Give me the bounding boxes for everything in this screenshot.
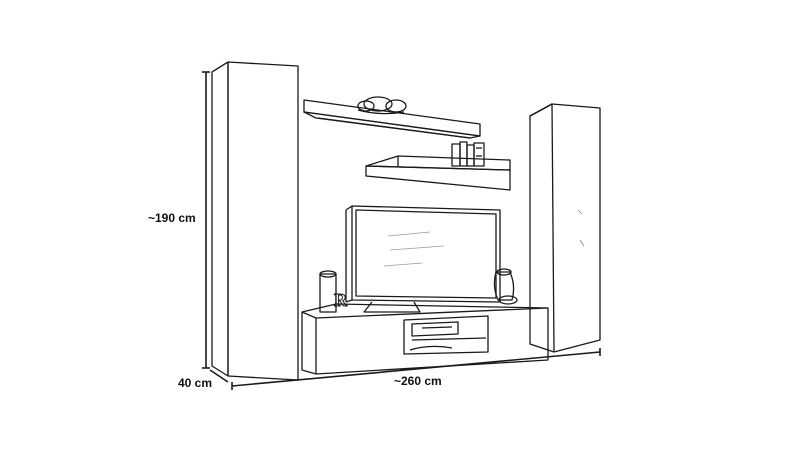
dimension-line-depth xyxy=(209,369,229,383)
dimension-line-width xyxy=(231,348,601,390)
depth-dimension-label: 40 cm xyxy=(178,376,213,390)
low-tv-cabinet xyxy=(301,303,549,375)
decor-candle-holder xyxy=(319,270,337,313)
left-tall-cabinet xyxy=(211,61,299,381)
shelf-decor-bowl xyxy=(357,96,407,115)
lower-wall-shelf xyxy=(365,155,511,191)
width-dimension-label: ~260 cm xyxy=(394,374,442,388)
height-dimension-label: ~190 cm xyxy=(148,211,196,225)
decor-letter-ornament: R xyxy=(334,290,348,310)
decor-vase xyxy=(493,268,518,305)
dimension-line-height xyxy=(202,71,210,369)
upper-wall-shelf xyxy=(303,99,481,139)
television xyxy=(345,205,501,313)
shelf-books xyxy=(451,141,485,167)
right-tall-cabinet xyxy=(529,103,601,353)
